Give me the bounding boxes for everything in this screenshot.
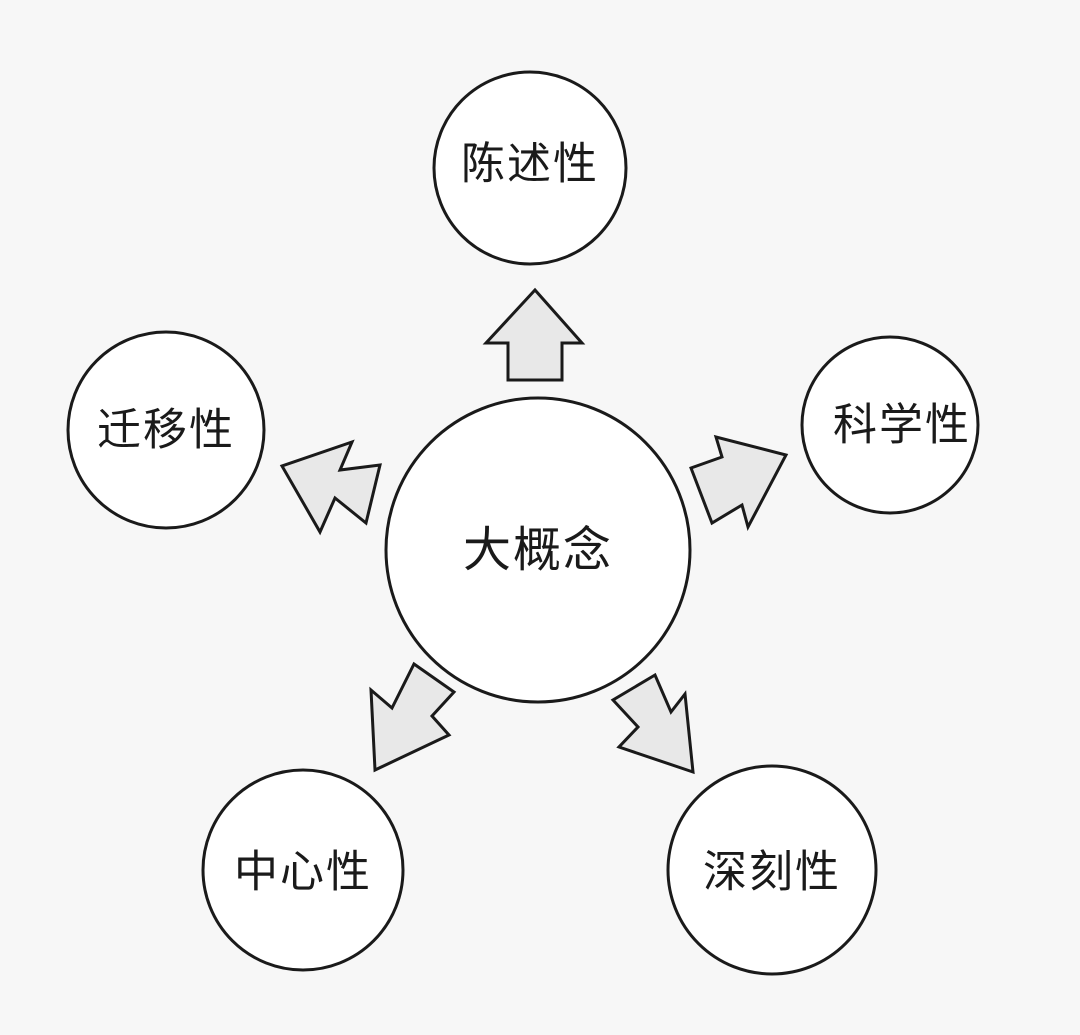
node-bottom-right-label: 深刻性 <box>703 847 841 898</box>
node-bottom-left: 中心性 <box>201 768 405 972</box>
node-left-label: 迁移性 <box>97 405 235 456</box>
center-node: 大概念 <box>384 396 692 704</box>
node-bottom-left-label: 中心性 <box>234 847 372 898</box>
center-label: 大概念 <box>463 522 613 578</box>
node-bottom-left-circle <box>201 768 405 972</box>
arrows <box>279 287 789 775</box>
node-bottom-right: 深刻性 <box>666 764 878 976</box>
node-left-circle <box>66 330 266 530</box>
node-bottom-right-circle <box>666 764 878 976</box>
node-right: 科学性 <box>800 335 980 515</box>
center-circle <box>384 396 692 704</box>
node-top: 陈述性 <box>432 70 628 266</box>
node-top-label: 陈述性 <box>461 139 599 190</box>
arrow-to-top <box>482 287 586 382</box>
arrow-to-bottom-right <box>610 672 695 775</box>
arrow-to-left <box>279 439 382 536</box>
arrow-to-bottom-left <box>369 661 457 773</box>
arrow-to-right <box>689 434 789 532</box>
node-top-circle <box>432 70 628 266</box>
node-right-circle <box>800 335 980 515</box>
node-right-label: 科学性 <box>833 400 971 451</box>
node-left: 迁移性 <box>66 330 266 530</box>
